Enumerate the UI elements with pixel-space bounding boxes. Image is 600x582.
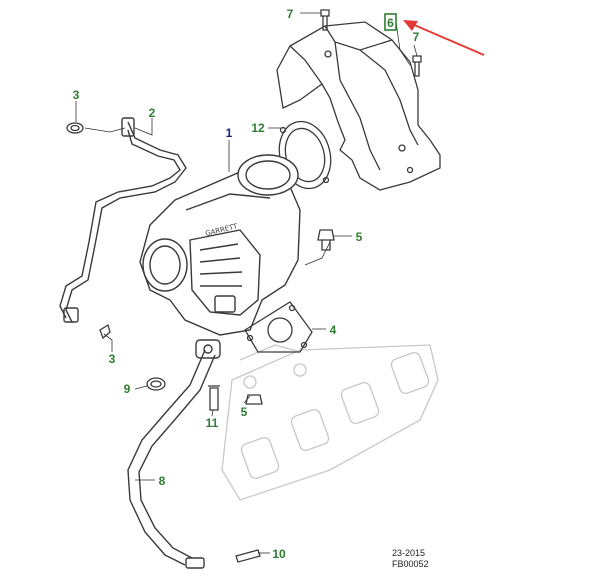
drawing-reference: 23-2015 FB00052 [392, 548, 429, 570]
bolt-7-top [320, 9, 330, 31]
callout-12: 12 [251, 121, 265, 135]
callout-6: 6 [387, 16, 394, 30]
callout-10: 10 [272, 547, 286, 561]
callout-3-bottom: 3 [109, 352, 116, 366]
callout-4: 4 [330, 323, 337, 337]
callout-11: 11 [206, 416, 219, 430]
callout-9: 9 [124, 382, 131, 396]
gasket-4 [244, 301, 313, 353]
callout-5-top: 5 [356, 230, 363, 244]
copper-washer-3-top [66, 122, 84, 134]
nut-5-top [317, 229, 335, 251]
stud-11 [208, 385, 220, 411]
bolt-7-right [412, 55, 422, 77]
callout-7-right: 7 [413, 30, 420, 44]
heat-shield [276, 21, 441, 191]
o-ring-9 [146, 377, 166, 391]
callout-7-top: 7 [287, 7, 294, 21]
red-indicator-arrow [403, 20, 485, 56]
exhaust-manifold-ghost [221, 344, 439, 501]
turbocharger: GARRETT [139, 154, 301, 336]
drawing-date: 23-2015 [392, 548, 426, 558]
drawing-code: FB00052 [392, 559, 429, 569]
callout-6-highlight-box [384, 13, 397, 31]
fasteners [66, 9, 422, 563]
oil-feed-pipe [59, 117, 187, 323]
clip-10 [235, 549, 261, 563]
washer-3-bottom [99, 323, 111, 340]
oil-return-pipe [127, 339, 221, 569]
callout-1: 1 [226, 126, 233, 140]
callout-5-bottom: 5 [241, 405, 248, 419]
callout-3-top: 3 [73, 88, 80, 102]
callout-2: 2 [149, 106, 156, 120]
callout-8: 8 [159, 474, 166, 488]
leader-lines [75, 12, 418, 554]
nut-5-bottom [245, 394, 263, 405]
callout-labels: 7 6 7 3 2 1 12 5 4 3 9 5 11 8 10 [73, 7, 420, 561]
